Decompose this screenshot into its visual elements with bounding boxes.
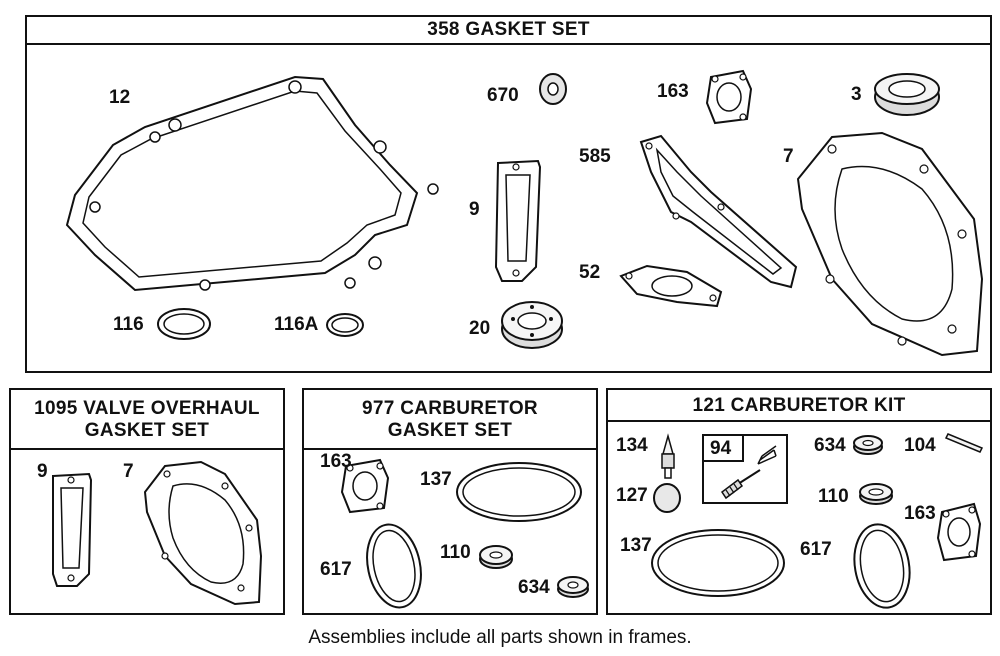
footnote: Assemblies include all parts shown in fr… [308, 627, 692, 648]
label-634: 634 [518, 577, 550, 598]
gasket-585 [631, 132, 801, 290]
pin-104 [944, 430, 986, 454]
label-3: 3 [851, 84, 862, 105]
label-127: 127 [616, 485, 648, 506]
frame-title: 121 CARBURETOR KIT [608, 390, 990, 422]
welch-plug-127 [652, 482, 682, 514]
frame-title-text: 121 CARBURETOR KIT [692, 395, 906, 416]
label-20: 20 [469, 318, 491, 339]
frame-title-line2: GASKET SET [84, 420, 210, 441]
frame-title: 358 GASKET SET [27, 17, 990, 45]
frame-title-text: 358 GASKET SET [427, 19, 590, 40]
label-137: 137 [420, 469, 452, 490]
float-needle-134 [658, 434, 678, 480]
subframe-94: 94 [702, 434, 788, 504]
gasket-9 [49, 470, 95, 590]
gasket-9 [492, 157, 544, 285]
label-9: 9 [469, 199, 480, 220]
gasket-163 [934, 500, 984, 564]
frame-title-line1: 977 CARBURETOR [362, 398, 538, 419]
label-116: 116 [113, 314, 144, 335]
frame-977-carburetor-gasket-set: 977 CARBURETOR GASKET SET 163 137 617 11… [302, 388, 598, 615]
label-110: 110 [818, 486, 849, 507]
label-110: 110 [440, 542, 471, 563]
gasket-163 [703, 67, 755, 127]
label-137: 137 [620, 535, 652, 556]
crankcase-gasket-12 [55, 65, 435, 290]
label-94: 94 [710, 438, 732, 459]
o-ring-617 [850, 520, 914, 612]
label-670: 670 [487, 85, 519, 106]
subframe-94-title-box [704, 436, 744, 462]
washer-670 [537, 72, 569, 106]
washer-634 [852, 434, 884, 456]
label-617: 617 [320, 559, 352, 580]
head-gasket-7 [141, 460, 265, 608]
frame-1095-valve-overhaul: 1095 VALVE OVERHAUL GASKET SET 9 7 [9, 388, 285, 615]
washer-110 [858, 482, 894, 506]
frame-title: 1095 VALVE OVERHAUL GASKET SET [11, 390, 283, 450]
label-52: 52 [579, 262, 601, 283]
frame-title-line2: GASKET SET [387, 420, 513, 441]
oil-seal-3 [873, 71, 941, 117]
label-9: 9 [37, 461, 48, 482]
label-585: 585 [579, 146, 611, 167]
o-ring-137 [454, 460, 584, 524]
mixture-screw-icon [714, 466, 764, 500]
label-7: 7 [783, 146, 794, 167]
frame-358-gasket-set: 358 GASKET SET 12 670 163 3 [25, 15, 992, 373]
frame-title: 977 CARBURETOR GASKET SET [304, 390, 596, 450]
o-ring-137 [648, 526, 788, 600]
label-134: 134 [616, 435, 648, 456]
label-12: 12 [109, 87, 131, 108]
washer-110 [478, 544, 514, 570]
gasket-163 [338, 456, 392, 516]
washer-634 [556, 575, 590, 599]
spring-icon [754, 442, 780, 468]
label-634: 634 [814, 435, 846, 456]
o-ring-116 [155, 307, 213, 341]
label-163: 163 [320, 451, 352, 472]
o-ring-617 [364, 520, 424, 612]
exhaust-gasket-52 [617, 262, 727, 312]
label-617: 617 [800, 539, 832, 560]
label-163: 163 [657, 81, 689, 102]
o-ring-116a [325, 312, 365, 338]
label-7: 7 [123, 461, 134, 482]
label-116a: 116A [274, 314, 319, 335]
head-gasket-7 [792, 129, 988, 361]
frame-title-line1: 1095 VALVE OVERHAUL [34, 398, 260, 419]
seal-20 [499, 299, 565, 351]
label-163: 163 [904, 503, 936, 524]
label-104: 104 [904, 435, 936, 456]
frame-121-carburetor-kit: 121 CARBURETOR KIT 134 127 94 634 104 [606, 388, 992, 615]
